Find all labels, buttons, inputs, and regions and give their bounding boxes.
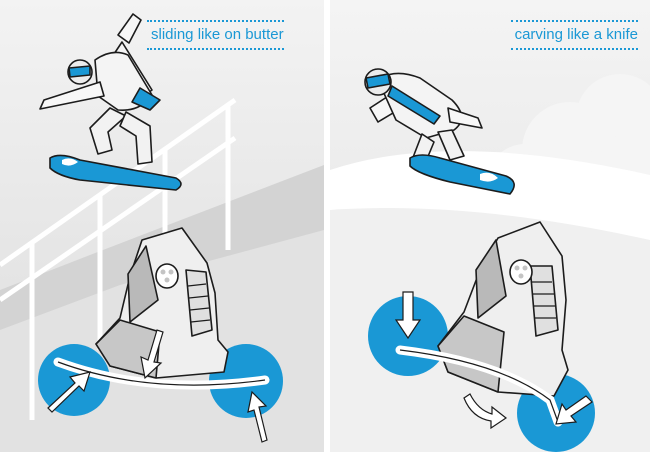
snowboarder-jib-icon [39, 13, 182, 191]
sliding-illustration [0, 13, 324, 452]
arrow-icon [463, 393, 508, 430]
snowboard-boot-icon [95, 227, 229, 379]
arrow-icon [555, 395, 593, 425]
caption-sliding: sliding like on butter [147, 20, 284, 50]
arrow-icon [247, 390, 268, 443]
arrow-icon [394, 291, 422, 340]
panel-divider [324, 0, 330, 452]
arrow-icon [140, 329, 164, 380]
caption-carving: carving like a knife [510, 20, 638, 50]
arrow-icon [47, 371, 91, 413]
pressure-arrows [394, 291, 593, 430]
carving-illustration [330, 68, 650, 452]
panel-carving: carving like a knife [330, 0, 650, 452]
pressure-arrows [47, 329, 268, 443]
snowboarder-carving-icon [364, 68, 515, 195]
panel-sliding: sliding like on butter [0, 0, 324, 452]
